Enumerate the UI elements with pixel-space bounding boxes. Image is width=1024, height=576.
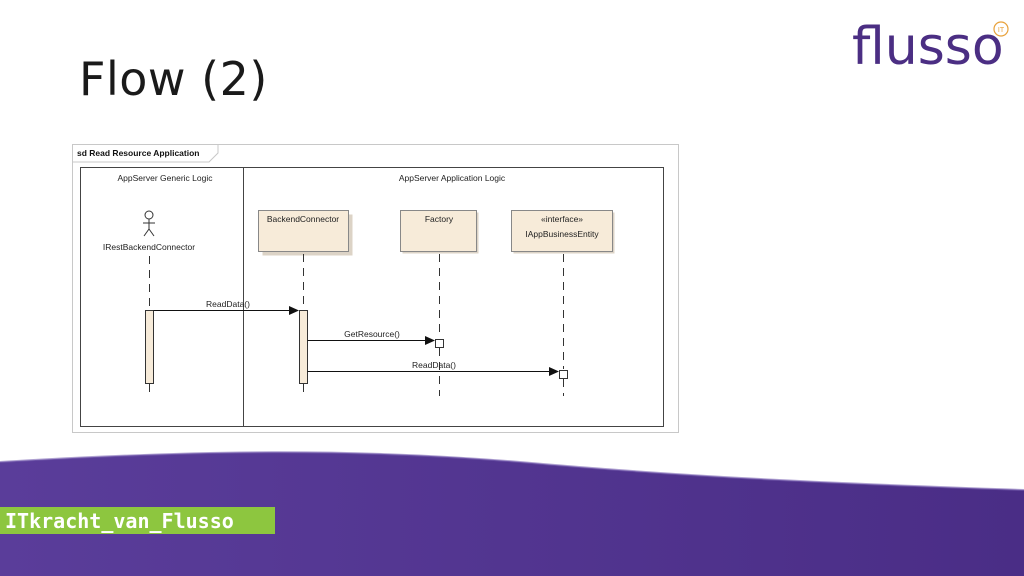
sequence-diagram: sd Read Resource Application AppServer G…	[72, 144, 679, 433]
activation-backendconnector	[299, 310, 308, 384]
lifeline-factory	[400, 210, 479, 254]
message-label-2: GetResource()	[344, 329, 400, 339]
activation-iappbusinessentity	[559, 370, 568, 379]
diagram-border	[72, 144, 679, 433]
frame-label-tab	[72, 144, 219, 163]
message-arrowhead-1	[289, 306, 299, 315]
lifeline-dashes	[149, 254, 564, 398]
footer-tag: ITkracht_van_Flusso	[0, 507, 275, 534]
message-arrowhead-2	[425, 336, 435, 345]
logo-badge: IT	[998, 27, 1005, 34]
slide-title: Flow (2)	[79, 52, 268, 106]
activation-actor	[145, 310, 154, 384]
partition-frame	[80, 167, 664, 427]
lifeline-iappbusinessentity	[511, 210, 615, 254]
frame-label: sd Read Resource Application	[77, 148, 200, 158]
message-arrowhead-3	[549, 367, 559, 376]
activation-factory	[435, 339, 444, 348]
logo-text: flusso	[852, 17, 1004, 74]
partition-label-application: AppServer Application Logic	[399, 173, 506, 183]
lifeline-label-factory: Factory	[425, 214, 454, 224]
message-label-3: ReadData()	[412, 360, 456, 370]
lifeline-label-iappbusinessentity: IAppBusinessEntity	[525, 229, 599, 239]
lifeline-label-backendconnector: BackendConnector	[267, 214, 339, 224]
logo-badge-circle	[993, 21, 1009, 37]
actor-label: IRestBackendConnector	[103, 242, 195, 252]
flusso-logo: flusso IT	[852, 17, 1009, 74]
footer-wave	[0, 451, 1024, 576]
lifeline-stereotype: «interface»	[541, 214, 583, 224]
partition-label-generic: AppServer Generic Logic	[118, 173, 214, 183]
actor-icon	[143, 210, 155, 237]
lifeline-backendconnector	[258, 210, 353, 256]
footer-tag-text: ITkracht_van_Flusso	[5, 509, 234, 533]
message-label-1: ReadData()	[206, 299, 250, 309]
